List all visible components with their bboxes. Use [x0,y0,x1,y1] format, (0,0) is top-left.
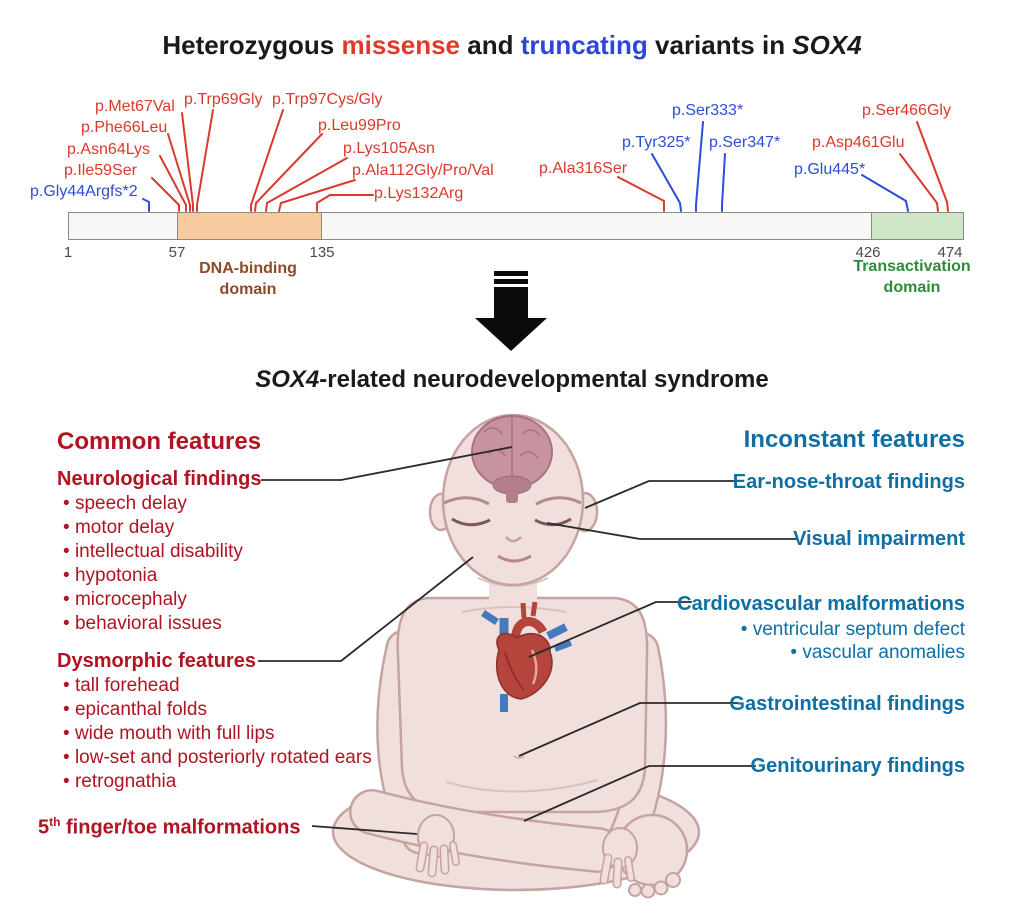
bar-tick: 474 [937,244,963,261]
variant-label: p.Asn64Lys [67,141,151,158]
title-truncating: truncating [520,30,648,60]
baby-left-ear [428,492,454,532]
title-part: and [460,30,521,60]
variant-label: p.Asp461Glu [812,134,905,151]
baby-mouth [497,554,532,563]
list-item: microcephaly [57,588,243,612]
brain-icon [471,415,553,503]
genitourinary-title: Genitourinary findings [750,755,965,777]
list-item: wide mouth with full lips [57,722,372,746]
syndrome-title-gene: SOX4 [255,366,320,393]
variant-label: p.Leu99Pro [318,117,401,134]
transactivation-domain-label: Transactivation domain [853,258,971,296]
variant-label: p.Ala112Gly/Pro/Val [352,162,494,179]
baby-torso [396,596,649,814]
protein-bar [68,211,964,240]
syndrome-title: SOX4-related neurodevelopmental syndrome [0,366,1024,394]
baby-illustration [331,413,701,899]
variant-label: p.Trp69Gly [184,91,263,108]
dna-binding-domain [176,211,322,240]
syndrome-title-rest: -related neurodevelopmental syndrome [319,366,769,393]
dysmorphic-features-list: tall forehead epicanthal folds wide mout… [57,674,372,794]
variant-label: p.Phe66Leu [81,119,168,136]
neurological-findings-list: speech delay motor delay intellectual di… [57,492,243,636]
baby-head [441,413,585,587]
visual-impairment-title: Visual impairment [793,528,965,550]
bar-tick: 135 [309,244,335,261]
baby-neck [489,566,537,602]
title-missense: missense [341,30,461,60]
variant-label: p.Lys132Arg [374,185,464,202]
list-item: tall forehead [57,674,372,698]
variant-label: p.Lys105Asn [343,140,435,157]
title-gene: SOX4 [792,30,862,60]
variant-label: p.Ser347* [709,134,781,151]
list-item: intellectual disability [57,540,243,564]
baby-nose [505,536,522,543]
baby-left-arm [376,629,439,855]
heart-icon [481,601,573,712]
list-item: motor delay [57,516,243,540]
variant-label: p.Ser333* [672,102,744,119]
baby-right-hand [599,827,638,889]
baby-face [443,496,582,563]
variant-label: p.Glu445* [794,161,866,178]
cardiovascular-list: ventricular septum defect vascular anoma… [741,618,965,664]
list-item: speech delay [57,492,243,516]
list-item: vascular anomalies [741,641,965,664]
common-features-heading: Common features [57,428,262,455]
variant-label: p.Trp97Cys/Gly [272,91,383,108]
dysmorphic-features-title: Dysmorphic features [57,650,256,672]
baby-foot [615,813,689,899]
variant-label: p.Met67Val [95,98,175,115]
bar-tick: 57 [168,244,186,261]
baby-right-ear [571,491,599,533]
baby-right-arm [605,631,668,861]
list-item: behavioral issues [57,612,243,636]
finger-toe-malformations-title: 5th finger/toe malformations [38,815,300,840]
variant-label: p.Ala316Ser [539,160,628,177]
inconstant-features-heading: Inconstant features [743,426,965,453]
variant-label: p.Ile59Ser [64,162,137,179]
list-item: epicanthal folds [57,698,372,722]
cardiovascular-title: Cardiovascular malformations [677,593,965,615]
down-arrow-icon [475,271,547,351]
list-item: low-set and posteriorly rotated ears [57,746,372,770]
variant-label: p.Gly44Argfs*2 [30,183,138,200]
finger-number: 5 [38,816,50,839]
bar-tick: 426 [855,244,881,261]
transactivation-domain [870,211,964,240]
title-part: variants in [647,30,793,60]
dna-binding-domain-label: DNA-binding domain [199,260,297,298]
finger-rest: finger/toe malformations [60,816,301,839]
ent-findings-title: Ear-nose-throat findings [732,471,965,493]
variant-label: p.Ser466Gly [862,102,951,119]
baby-navel [513,755,525,759]
gastrointestinal-title: Gastrointestinal findings [729,693,965,715]
baby-left-hand [415,814,460,878]
list-item: retrognathia [57,770,372,794]
list-item: ventricular septum defect [741,618,965,641]
baby-left-eye [451,517,491,527]
finger-ordinal: th [49,815,61,829]
baby-shin [349,789,621,873]
list-item: hypotonia [57,564,243,588]
variant-label: p.Tyr325* [622,134,691,151]
figure-title: Heterozygous missense and truncating var… [0,30,1024,61]
baby-right-eye [534,517,572,527]
bar-tick: 1 [63,244,73,261]
title-part: Heterozygous [162,30,342,60]
neurological-findings-title: Neurological findings [57,468,262,490]
